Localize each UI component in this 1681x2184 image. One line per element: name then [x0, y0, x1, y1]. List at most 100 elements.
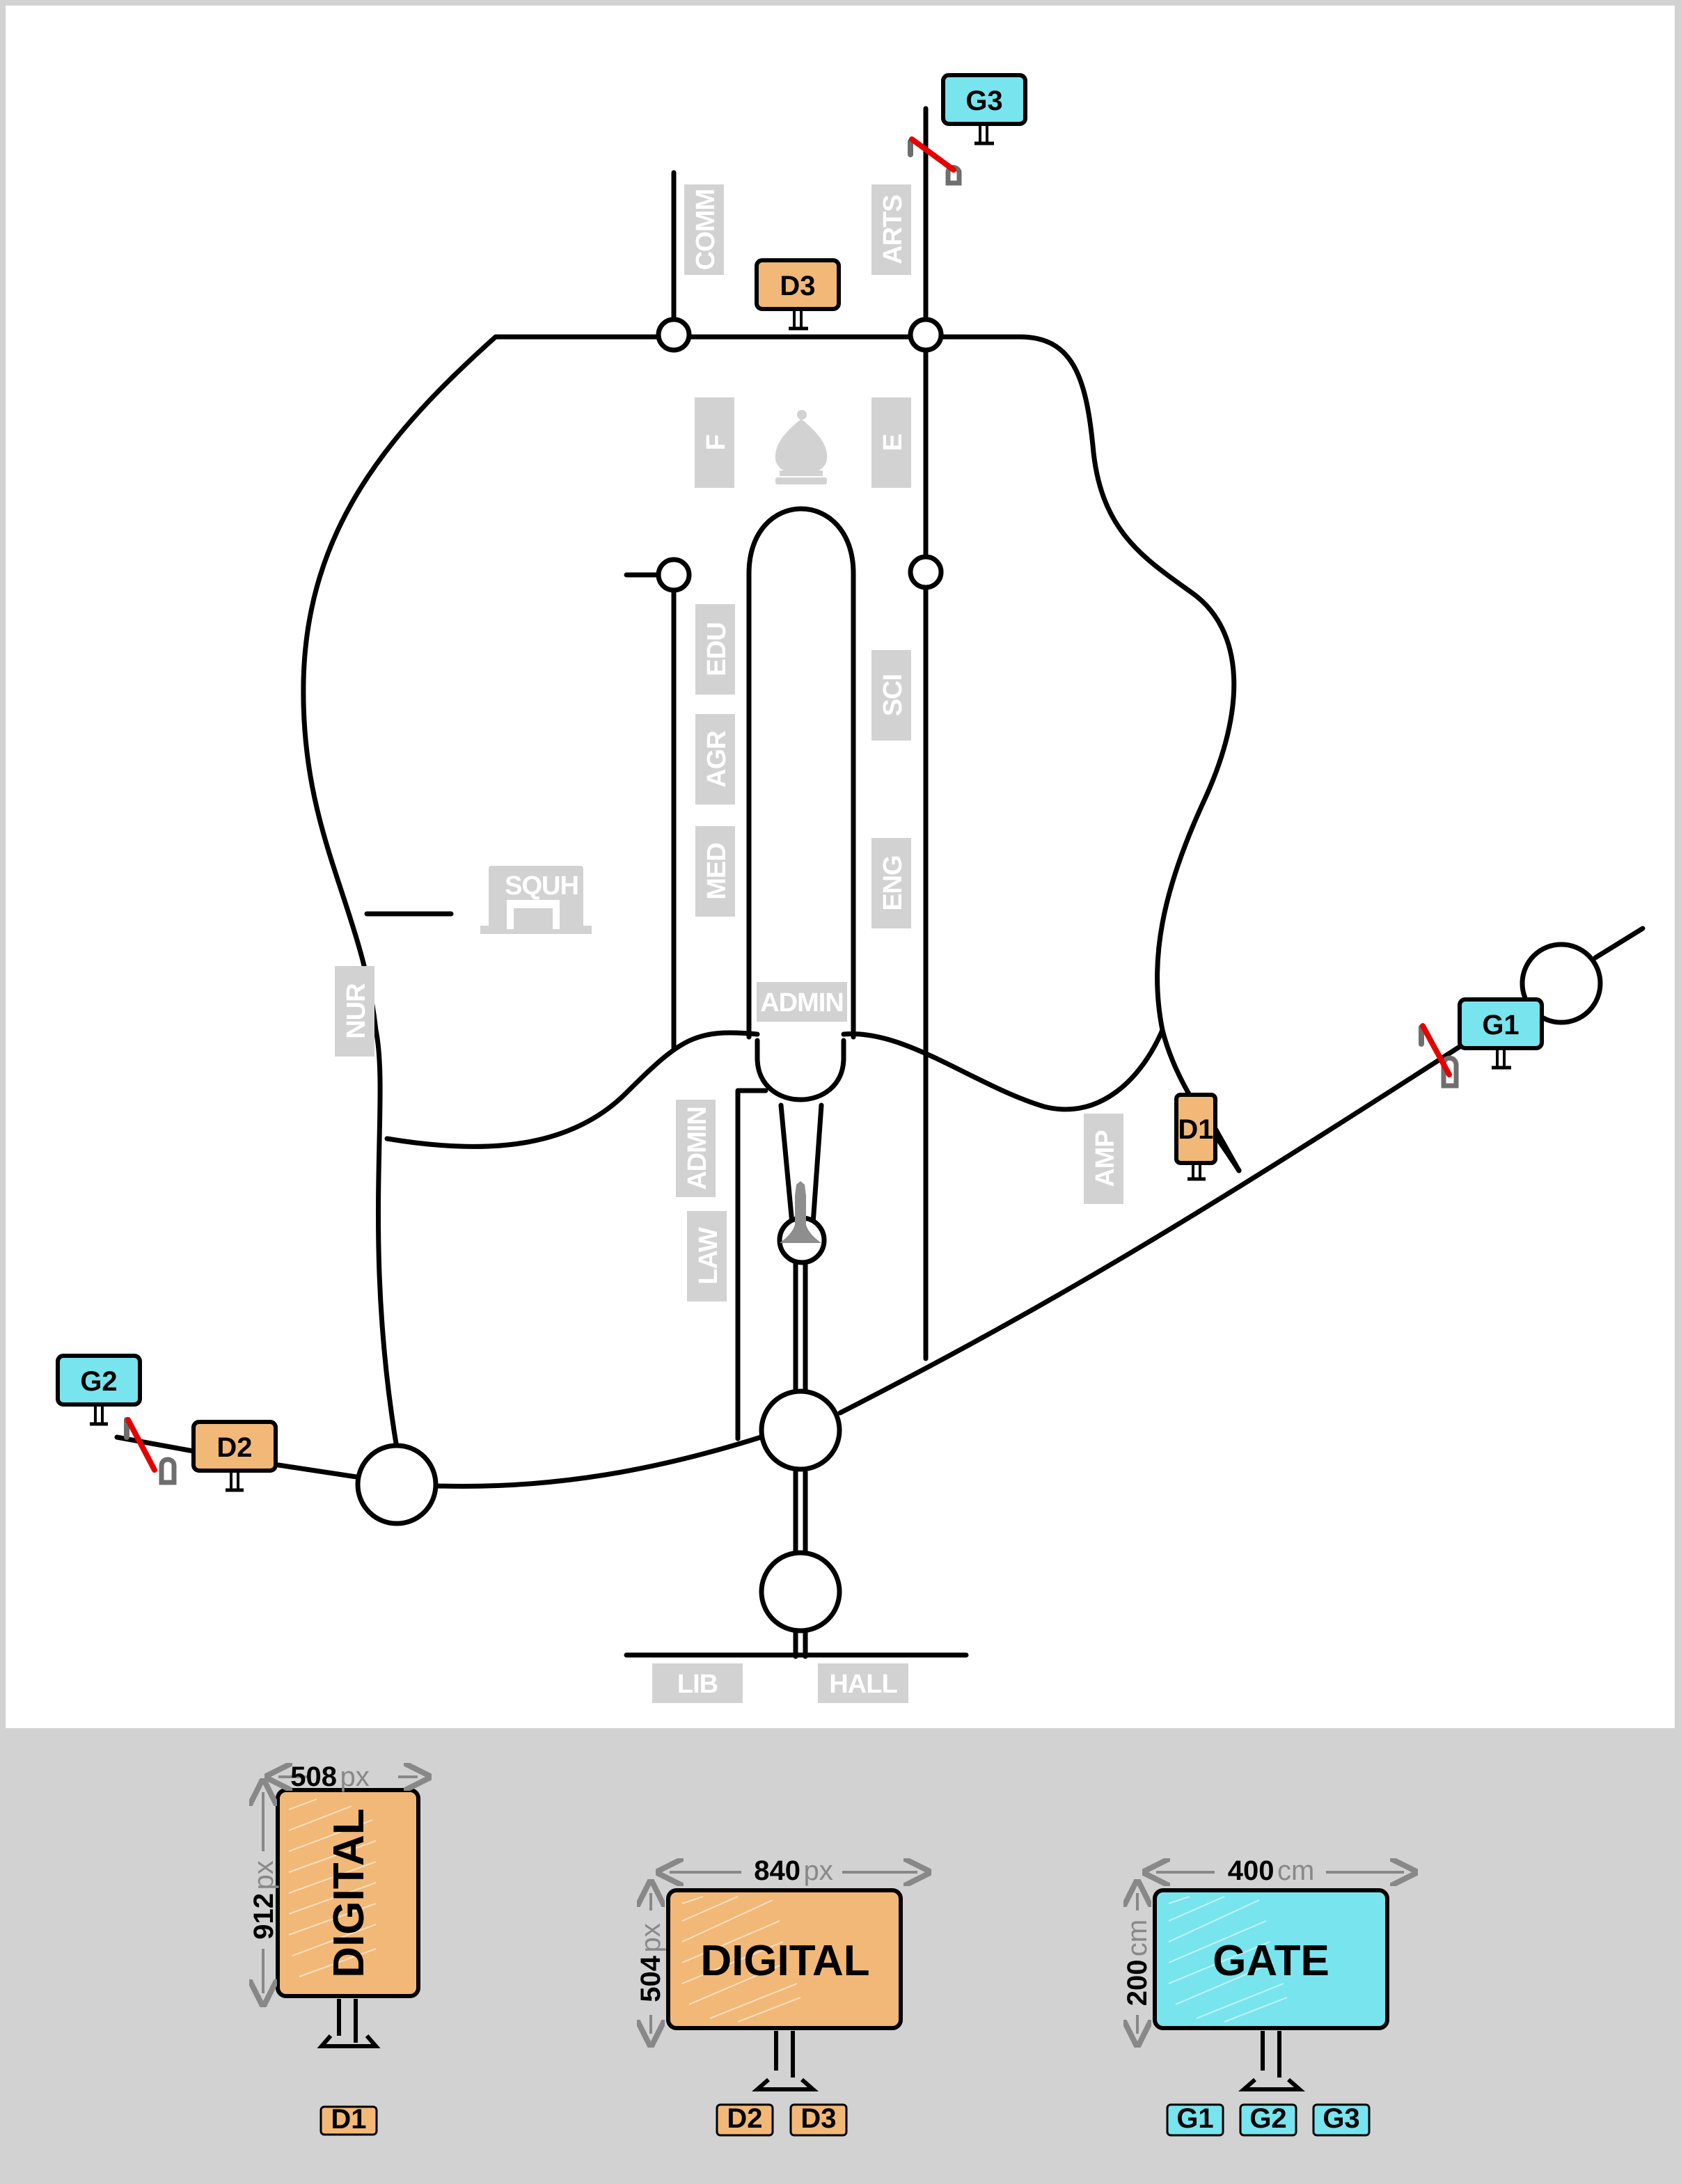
- building-admin-side: ADMIN: [676, 1100, 716, 1197]
- map-canvas: COMM ARTS F E EDU AGR MED SCI: [56, 73, 1646, 1703]
- legend-canvas: DIGITAL 508 px 912 px D1 DIGITAL 840 px …: [248, 1762, 1681, 2137]
- svg-text:ENG: ENG: [878, 855, 908, 910]
- legend-digital-portrait: DIGITAL 508 px 912 px D1: [248, 1762, 418, 2136]
- svg-text:912 px: 912 px: [248, 1860, 279, 1939]
- svg-text:G1: G1: [1176, 2103, 1213, 2134]
- gate-barrier-g2: [124, 1417, 177, 1485]
- building-sci: SCI: [871, 650, 911, 741]
- building-agr: AGR: [695, 714, 735, 805]
- building-edu: EDU: [695, 604, 735, 695]
- building-amp: AMP: [1084, 1114, 1123, 1204]
- legend-gate: GATE 400 cm 200 cm G1 G2 G3: [1122, 1855, 1404, 2137]
- svg-text:AGR: AGR: [702, 731, 732, 788]
- svg-text:D2: D2: [727, 2103, 762, 2134]
- svg-text:EDU: EDU: [702, 622, 732, 676]
- junction-edu: [656, 557, 692, 593]
- road-west-gate: [114, 1434, 196, 1454]
- junction-sci: [908, 554, 944, 590]
- svg-text:NUR: NUR: [342, 983, 371, 1039]
- svg-text:HALL: HALL: [829, 1670, 897, 1699]
- svg-text:F: F: [702, 435, 731, 450]
- sign-g1[interactable]: G1: [1458, 997, 1544, 1070]
- svg-text:ADMIN: ADMIN: [683, 1107, 712, 1190]
- svg-text:E: E: [878, 434, 908, 451]
- svg-text:G2: G2: [80, 1366, 117, 1397]
- road-north: [493, 334, 1242, 1173]
- sign-d2[interactable]: D2: [191, 1420, 278, 1492]
- junctions: [355, 317, 1603, 1633]
- sign-d1[interactable]: D1: [1174, 1093, 1217, 1181]
- legend-chip-d3: D3: [789, 2103, 848, 2137]
- legend-digital-landscape-width: 840: [754, 1855, 800, 1886]
- svg-text:MED: MED: [702, 843, 732, 899]
- road-east-diagonal: [837, 1043, 1465, 1416]
- legend-digital-portrait-width: 508: [290, 1762, 337, 1792]
- building-arts: ARTS: [871, 184, 911, 275]
- building-admin-top: ADMIN: [757, 982, 847, 1022]
- svg-text:COMM: COMM: [691, 189, 720, 270]
- road-d1-link: [1212, 1125, 1242, 1173]
- svg-text:AMP: AMP: [1091, 1130, 1120, 1187]
- roundabout-central: [759, 1388, 842, 1472]
- legend-chip-g1: G1: [1166, 2103, 1224, 2137]
- sign-legend: DIGITAL 508 px 912 px D1 DIGITAL 840 px …: [0, 1728, 1681, 2184]
- building-med: MED: [695, 826, 735, 917]
- legend-digital-portrait-label: DIGITAL: [325, 1808, 373, 1977]
- svg-text:LAW: LAW: [694, 1227, 723, 1285]
- building-lib: LIB: [652, 1663, 743, 1703]
- road-middle-wave: [384, 1030, 760, 1149]
- road-west-gate-b: [276, 1462, 359, 1480]
- campus-map: COMM ARTS F E EDU AGR MED SCI: [6, 6, 1675, 1728]
- sign-g2[interactable]: G2: [56, 1354, 142, 1426]
- svg-text:G1: G1: [1482, 1010, 1519, 1040]
- legend-gate-width: 400: [1228, 1855, 1274, 1886]
- legend-digital-landscape-label: DIGITAL: [700, 1937, 869, 1985]
- legend-digital-landscape: DIGITAL 840 px 504 px D2 D3: [636, 1855, 917, 2137]
- road-funnel-left: [778, 1102, 795, 1226]
- svg-text:D2: D2: [216, 1432, 252, 1463]
- building-law: LAW: [687, 1211, 727, 1301]
- roundabout-south: [759, 1550, 842, 1633]
- svg-text:D1: D1: [331, 2104, 366, 2135]
- legend-gate-height: 200: [1122, 1960, 1153, 2007]
- sign-g3[interactable]: G3: [941, 73, 1027, 145]
- road-law-box: [735, 1088, 768, 1441]
- svg-text:G2: G2: [1249, 2103, 1286, 2134]
- road-west-loop: [301, 334, 498, 1450]
- svg-text:LIB: LIB: [677, 1670, 718, 1699]
- svg-text:400 cm: 400 cm: [1228, 1855, 1315, 1886]
- road-admin-capsule: [746, 506, 856, 1040]
- road-network: [114, 106, 1646, 1659]
- svg-text:G3: G3: [965, 86, 1002, 116]
- svg-text:ARTS: ARTS: [878, 195, 908, 264]
- sign-d3[interactable]: D3: [755, 258, 841, 331]
- legend-digital-portrait-height: 912: [248, 1893, 279, 1940]
- legend-chip-g3: G3: [1312, 2103, 1371, 2137]
- legend-chip-d2: D2: [716, 2103, 774, 2137]
- junction-comm: [656, 317, 692, 353]
- building-nur: NUR: [335, 966, 374, 1057]
- svg-text:ADMIN: ADMIN: [760, 988, 844, 1018]
- svg-text:504 px: 504 px: [636, 1923, 666, 2002]
- mosque-icon: [775, 410, 828, 484]
- building-hall: HALL: [818, 1663, 908, 1703]
- svg-text:D3: D3: [800, 2103, 836, 2134]
- svg-text:SCI: SCI: [878, 674, 908, 716]
- building-labels: COMM ARTS F E EDU AGR MED SCI: [335, 184, 1123, 1703]
- road-funnel-right: [810, 1102, 824, 1226]
- gate-barrier-g1: [1419, 1023, 1459, 1089]
- hospital-building-icon: SQUH: [480, 866, 592, 934]
- legend-gate-label: GATE: [1213, 1937, 1329, 1985]
- road-middle-wave-east: [841, 1027, 1165, 1112]
- junction-arts: [908, 317, 944, 353]
- legend-chip-d1: D1: [319, 2104, 378, 2136]
- road-east-exit: [1593, 926, 1646, 960]
- gate-barrier-g3: [908, 136, 962, 186]
- svg-text:D1: D1: [1178, 1114, 1213, 1145]
- svg-text:200 cm: 200 cm: [1122, 1920, 1153, 2007]
- roundabout-west: [355, 1443, 439, 1526]
- legend-digital-landscape-height: 504: [636, 1955, 666, 2002]
- building-eng: ENG: [871, 838, 911, 928]
- svg-text:840 px: 840 px: [754, 1855, 832, 1886]
- road-southwest: [434, 1434, 764, 1489]
